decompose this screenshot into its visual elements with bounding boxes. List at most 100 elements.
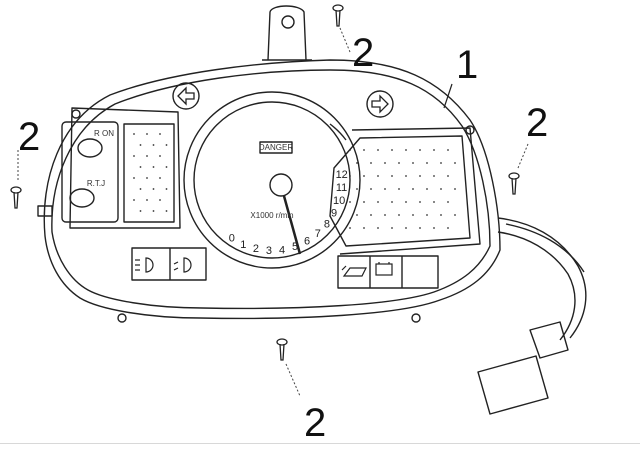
tachometer-needle [282, 195, 302, 255]
tick-label: 9 [331, 207, 337, 219]
dot [426, 214, 428, 216]
cluster-bezel [51, 69, 491, 310]
dot [433, 227, 435, 229]
dot [133, 133, 135, 135]
tick-label: 11 [336, 182, 347, 194]
dot [159, 199, 161, 201]
dot [146, 155, 148, 157]
wire-connector [477, 355, 549, 415]
tick-label: 8 [324, 218, 330, 230]
tick-label: 10 [333, 195, 345, 207]
tick-label: 5 [292, 241, 298, 253]
left-panel-label-top: R ON [94, 129, 114, 138]
dot [433, 201, 435, 203]
tachometer-outer [183, 91, 361, 269]
dot [349, 201, 351, 203]
dot [412, 214, 414, 216]
left-panel-label-bottom: R.T.J [87, 179, 105, 188]
dot [412, 162, 414, 164]
dot [391, 175, 393, 177]
mount-hole-left [117, 313, 127, 323]
mount-hole-rim [465, 125, 475, 135]
bottom-left-indicator-box [131, 247, 207, 281]
screw-top [332, 4, 344, 27]
dot [426, 188, 428, 190]
dot [356, 162, 358, 164]
dot [391, 227, 393, 229]
dot [370, 188, 372, 190]
dot [454, 188, 456, 190]
callout-housing: 1 [456, 43, 478, 87]
dot [433, 175, 435, 177]
left-dot-panel [123, 123, 175, 223]
dot [159, 177, 161, 179]
dot [405, 227, 407, 229]
dot [165, 166, 168, 168]
unit-label: X1000 r/min [250, 211, 293, 220]
tick-label: 4 [279, 244, 285, 256]
turn-signal-left-housing [172, 82, 200, 110]
dot [447, 201, 449, 203]
dot [447, 149, 449, 151]
dot [152, 210, 155, 212]
leader-housing [443, 83, 453, 109]
tick-label: 0 [229, 232, 235, 244]
tick-label: 2 [253, 243, 259, 255]
dot [165, 188, 168, 190]
dot [391, 149, 393, 151]
dot [454, 214, 456, 216]
dot [146, 133, 148, 135]
left-indicator-panel [69, 107, 181, 229]
dot [447, 175, 449, 177]
dot [377, 149, 379, 151]
dot [440, 162, 442, 164]
tick-label: 6 [304, 236, 310, 248]
dot [370, 214, 372, 216]
danger-label-box [259, 141, 293, 154]
bracket-hole [281, 15, 295, 29]
callout-screw-left: 2 [18, 115, 40, 159]
wiring-harness-3 [505, 223, 585, 273]
turn-signal-right-housing [366, 90, 394, 118]
dot [412, 188, 414, 190]
dot [363, 175, 365, 177]
dot [165, 210, 168, 212]
dot [146, 199, 148, 201]
dot [139, 210, 142, 212]
dot [433, 149, 435, 151]
redline-band [329, 123, 347, 141]
callout-screw-right: 2 [526, 101, 548, 145]
dot [363, 227, 365, 229]
dot [356, 214, 358, 216]
right-dot-pattern [349, 149, 456, 229]
left-switch-box [61, 121, 119, 223]
turn-signal-left-icon [177, 86, 195, 106]
wiring-harness-2 [497, 231, 576, 341]
dot [159, 155, 161, 157]
dot [152, 188, 155, 190]
oil-pressure-icon [341, 265, 367, 277]
dot [419, 201, 421, 203]
bottom-right-indicator-box [337, 255, 439, 289]
left-bolt [71, 109, 81, 119]
dot [349, 227, 351, 229]
bottom-border [0, 443, 640, 444]
dot [363, 201, 365, 203]
dot [440, 188, 442, 190]
dot [405, 149, 407, 151]
dot [419, 227, 421, 229]
leader-screw-top [339, 27, 351, 53]
screw-right [508, 172, 520, 195]
dot [398, 188, 400, 190]
dot [152, 144, 155, 146]
dot [377, 227, 379, 229]
dot [398, 214, 400, 216]
warning-label: DANGER [259, 143, 293, 152]
wire-connector-cap [529, 321, 569, 359]
dot [384, 162, 386, 164]
tick-label: 12 [336, 169, 348, 181]
dot [165, 144, 168, 146]
tick-label: 1 [240, 239, 246, 251]
